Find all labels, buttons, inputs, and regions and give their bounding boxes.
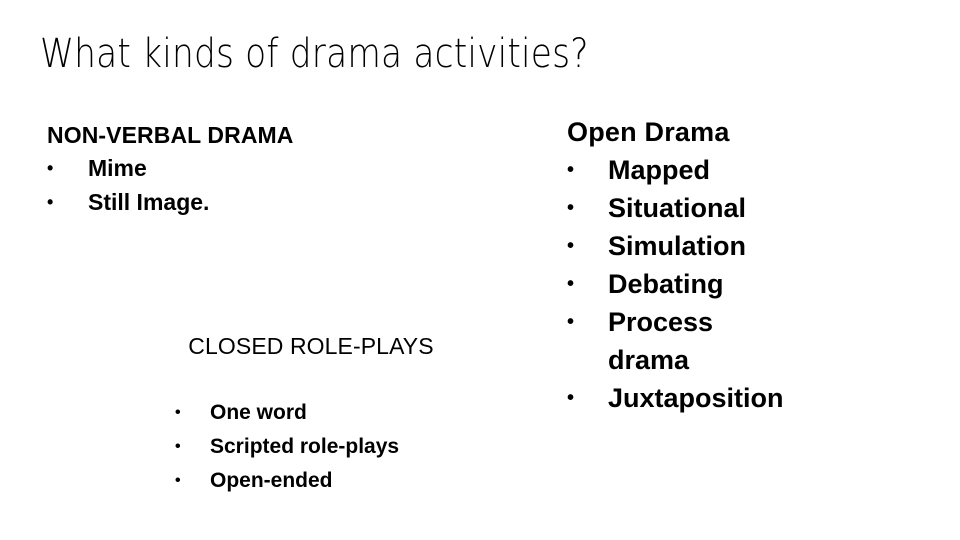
page-title: What kinds of drama activities? [40,31,589,77]
text-block-closed-role-plays: CLOSED ROLE-PLAYS • One word • Scripted … [120,330,502,498]
list-item: • Juxtaposition [567,379,784,417]
bullet-icon: • [567,235,575,257]
text-block-non-verbal-drama: NON-VERBAL DRAMA • Mime • Still Image. [47,120,294,219]
list-item-label: Open-ended [210,469,333,492]
list-item: • Process drama [567,303,784,379]
list-item-label: Process [608,307,714,337]
bullet-icon: • [175,404,181,421]
bullet-list-open-drama: • Mapped • Situational • Simulation • De… [567,151,784,417]
heading-closed-role-plays: CLOSED ROLE-PLAYS [188,333,434,359]
bullet-icon: • [567,311,575,333]
bullet-icon: • [567,273,575,295]
list-item: • Mapped [567,151,784,189]
bullet-icon: • [567,197,575,219]
list-item-label: Situational [608,193,747,223]
list-item: • One word [175,396,502,430]
bullet-list-closed-role-plays: • One word • Scripted role-plays • Open-… [120,396,502,498]
list-item: • Still Image. [47,185,294,219]
list-item-label: Mapped [608,155,711,185]
list-item-label: Juxtaposition [608,383,784,413]
list-item-label: Still Image. [88,189,210,215]
bullet-icon: • [47,192,54,212]
list-item: • Open-ended [175,464,502,498]
list-item-label: One word [210,401,307,424]
bullet-icon: • [175,472,181,489]
bullet-icon: • [567,159,575,181]
heading-open-drama: Open Drama [567,117,730,147]
text-block-open-drama: Open Drama • Mapped • Situational • Simu… [567,113,784,417]
list-item-label: Simulation [608,231,747,261]
list-item-label: Scripted role-plays [210,435,400,458]
bullet-list-non-verbal-drama: • Mime • Still Image. [47,151,294,219]
list-item: • Situational [567,189,784,227]
list-item: • Debating [567,265,784,303]
list-item-label: Mime [88,155,147,181]
bullet-icon: • [175,438,181,455]
heading-non-verbal-drama: NON-VERBAL DRAMA [47,122,294,148]
bullet-icon: • [47,158,54,178]
list-item: • Mime [47,151,294,185]
list-item-label-continuation: drama [608,345,690,375]
list-item: • Scripted role-plays [175,430,502,464]
list-item-label: Debating [608,269,724,299]
bullet-icon: • [567,387,575,409]
list-item: • Simulation [567,227,784,265]
